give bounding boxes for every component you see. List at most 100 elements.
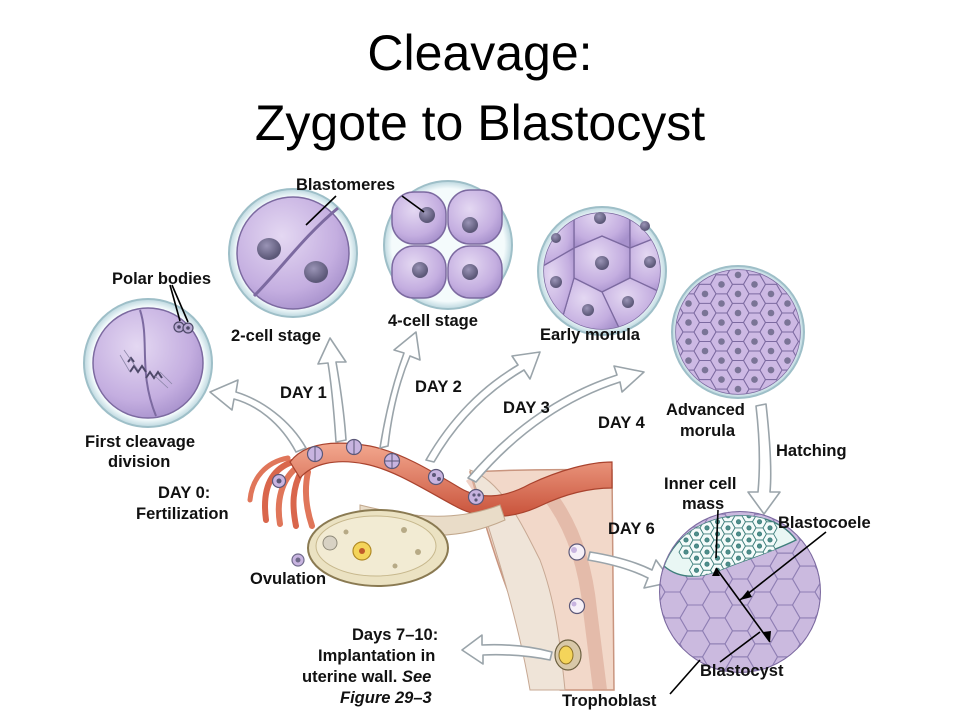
cell-nucleus bbox=[751, 357, 758, 364]
tube-embryos bbox=[271, 438, 586, 671]
label-4-cell-stage: 4-cell stage bbox=[388, 312, 478, 330]
cell-nucleus bbox=[685, 338, 692, 345]
label-blastomeres: Blastomeres bbox=[296, 176, 395, 194]
cell-nucleus bbox=[683, 537, 689, 543]
cell-nucleus bbox=[683, 549, 689, 555]
cell-nucleus bbox=[751, 376, 758, 383]
cell-nucleus bbox=[725, 525, 731, 531]
cell-nucleus bbox=[767, 366, 775, 374]
fimbriae bbox=[247, 455, 315, 529]
cell-nucleus bbox=[767, 290, 775, 298]
arrow-day3 bbox=[425, 351, 541, 463]
cell-nucleus bbox=[704, 537, 710, 543]
arrow-day1 bbox=[317, 337, 347, 443]
label-mass: mass bbox=[682, 495, 724, 513]
cell-nucleus bbox=[725, 561, 731, 567]
cell-nucleus bbox=[746, 537, 752, 543]
cell-nucleus bbox=[751, 281, 758, 288]
label-day1: DAY 1 bbox=[280, 384, 327, 402]
cell-nucleus bbox=[734, 290, 742, 298]
cell-nucleus bbox=[746, 515, 752, 519]
cell-nucleus bbox=[767, 328, 775, 336]
label-figure-ref: Figure 29–3 bbox=[340, 689, 432, 707]
cell-nucleus bbox=[718, 338, 725, 345]
cell-nucleus bbox=[784, 357, 791, 364]
cell-nucleus bbox=[704, 561, 710, 567]
arrow-day2 bbox=[379, 331, 421, 449]
cell-nucleus bbox=[693, 567, 700, 573]
trophoblast-cell bbox=[814, 578, 820, 606]
cell-nucleus bbox=[767, 347, 775, 355]
cell-nucleus bbox=[693, 531, 700, 537]
cell-nucleus bbox=[726, 502, 730, 506]
cell-nucleus bbox=[767, 537, 773, 543]
label-blastocoele: Blastocoele bbox=[778, 514, 871, 532]
cell-nucleus bbox=[701, 328, 709, 336]
cell-nucleus bbox=[701, 366, 709, 374]
cell-nucleus bbox=[685, 300, 692, 307]
cell-nucleus bbox=[734, 309, 742, 317]
cell-nucleus bbox=[725, 549, 731, 555]
cell-nucleus bbox=[683, 525, 689, 531]
cell-nucleus bbox=[751, 300, 758, 307]
label-hatching: Hatching bbox=[776, 442, 847, 460]
trophoblast-cell bbox=[814, 552, 820, 580]
cell-nucleus bbox=[685, 357, 692, 364]
cell-nucleus bbox=[734, 347, 742, 355]
cell-nucleus bbox=[767, 525, 773, 531]
trophoblast-cell bbox=[660, 604, 666, 632]
cell-nucleus bbox=[751, 319, 758, 326]
label-inner-cell: Inner cell bbox=[664, 475, 736, 493]
morula-cell bbox=[792, 322, 800, 342]
cell-nucleus bbox=[734, 366, 742, 374]
ovary bbox=[307, 509, 449, 587]
trophoblast-cell bbox=[814, 604, 820, 632]
cell-nucleus bbox=[718, 281, 725, 288]
cell-nucleus bbox=[751, 338, 758, 345]
label-fertilization: Fertilization bbox=[136, 505, 229, 523]
cell-nucleus bbox=[685, 319, 692, 326]
cell-nucleus bbox=[701, 347, 709, 355]
cell-nucleus bbox=[701, 309, 709, 317]
cell-nucleus bbox=[718, 300, 725, 307]
cell-nucleus bbox=[704, 525, 710, 531]
cell-nucleus bbox=[756, 519, 763, 525]
label-2-cell-stage: 2-cell stage bbox=[231, 327, 321, 345]
label-uterine-wall: uterine wall. See bbox=[302, 668, 431, 686]
arrow-to-first-cleavage bbox=[209, 379, 307, 453]
cell-nucleus bbox=[747, 502, 751, 506]
inner-cell-mass-cell bbox=[732, 492, 746, 504]
title-line-1: Cleavage: bbox=[367, 25, 593, 81]
label-ovulation: Ovulation bbox=[250, 570, 326, 588]
label-day0: DAY 0: bbox=[158, 484, 210, 502]
arrow-hatching bbox=[747, 403, 781, 515]
labels: Blastomeres Polar bodies 2-cell stage 4-… bbox=[85, 176, 871, 710]
label-morula: morula bbox=[680, 422, 736, 440]
arrow-days7-10 bbox=[461, 634, 553, 665]
leader-lines bbox=[169, 195, 827, 695]
cell-nucleus bbox=[734, 385, 742, 393]
reproductive-tract bbox=[247, 438, 615, 691]
cell-nucleus bbox=[784, 319, 791, 326]
cell-nucleus bbox=[718, 357, 725, 364]
cell-nucleus bbox=[735, 555, 742, 561]
blastocyst bbox=[659, 492, 821, 673]
label-polar-bodies: Polar bodies bbox=[112, 270, 211, 288]
label-blastocyst: Blastocyst bbox=[700, 662, 784, 680]
cell-nucleus bbox=[736, 496, 740, 500]
label-first-cleavage: First cleavage bbox=[85, 433, 195, 451]
label-day4: DAY 4 bbox=[598, 414, 646, 432]
trophoblast-cell bbox=[724, 656, 756, 672]
cell-nucleus bbox=[767, 309, 775, 317]
cell-nucleus bbox=[734, 328, 742, 336]
cell-nucleus bbox=[725, 537, 731, 543]
label-day2: DAY 2 bbox=[415, 378, 462, 396]
cell-nucleus bbox=[693, 543, 700, 549]
label-trophoblast: Trophoblast bbox=[562, 692, 657, 710]
cell-nucleus bbox=[784, 300, 791, 307]
cell-nucleus bbox=[784, 338, 791, 345]
four-cell-stage bbox=[383, 180, 513, 310]
progression-arrows bbox=[209, 331, 781, 665]
title-line-2: Zygote to Blastocyst bbox=[254, 95, 706, 151]
